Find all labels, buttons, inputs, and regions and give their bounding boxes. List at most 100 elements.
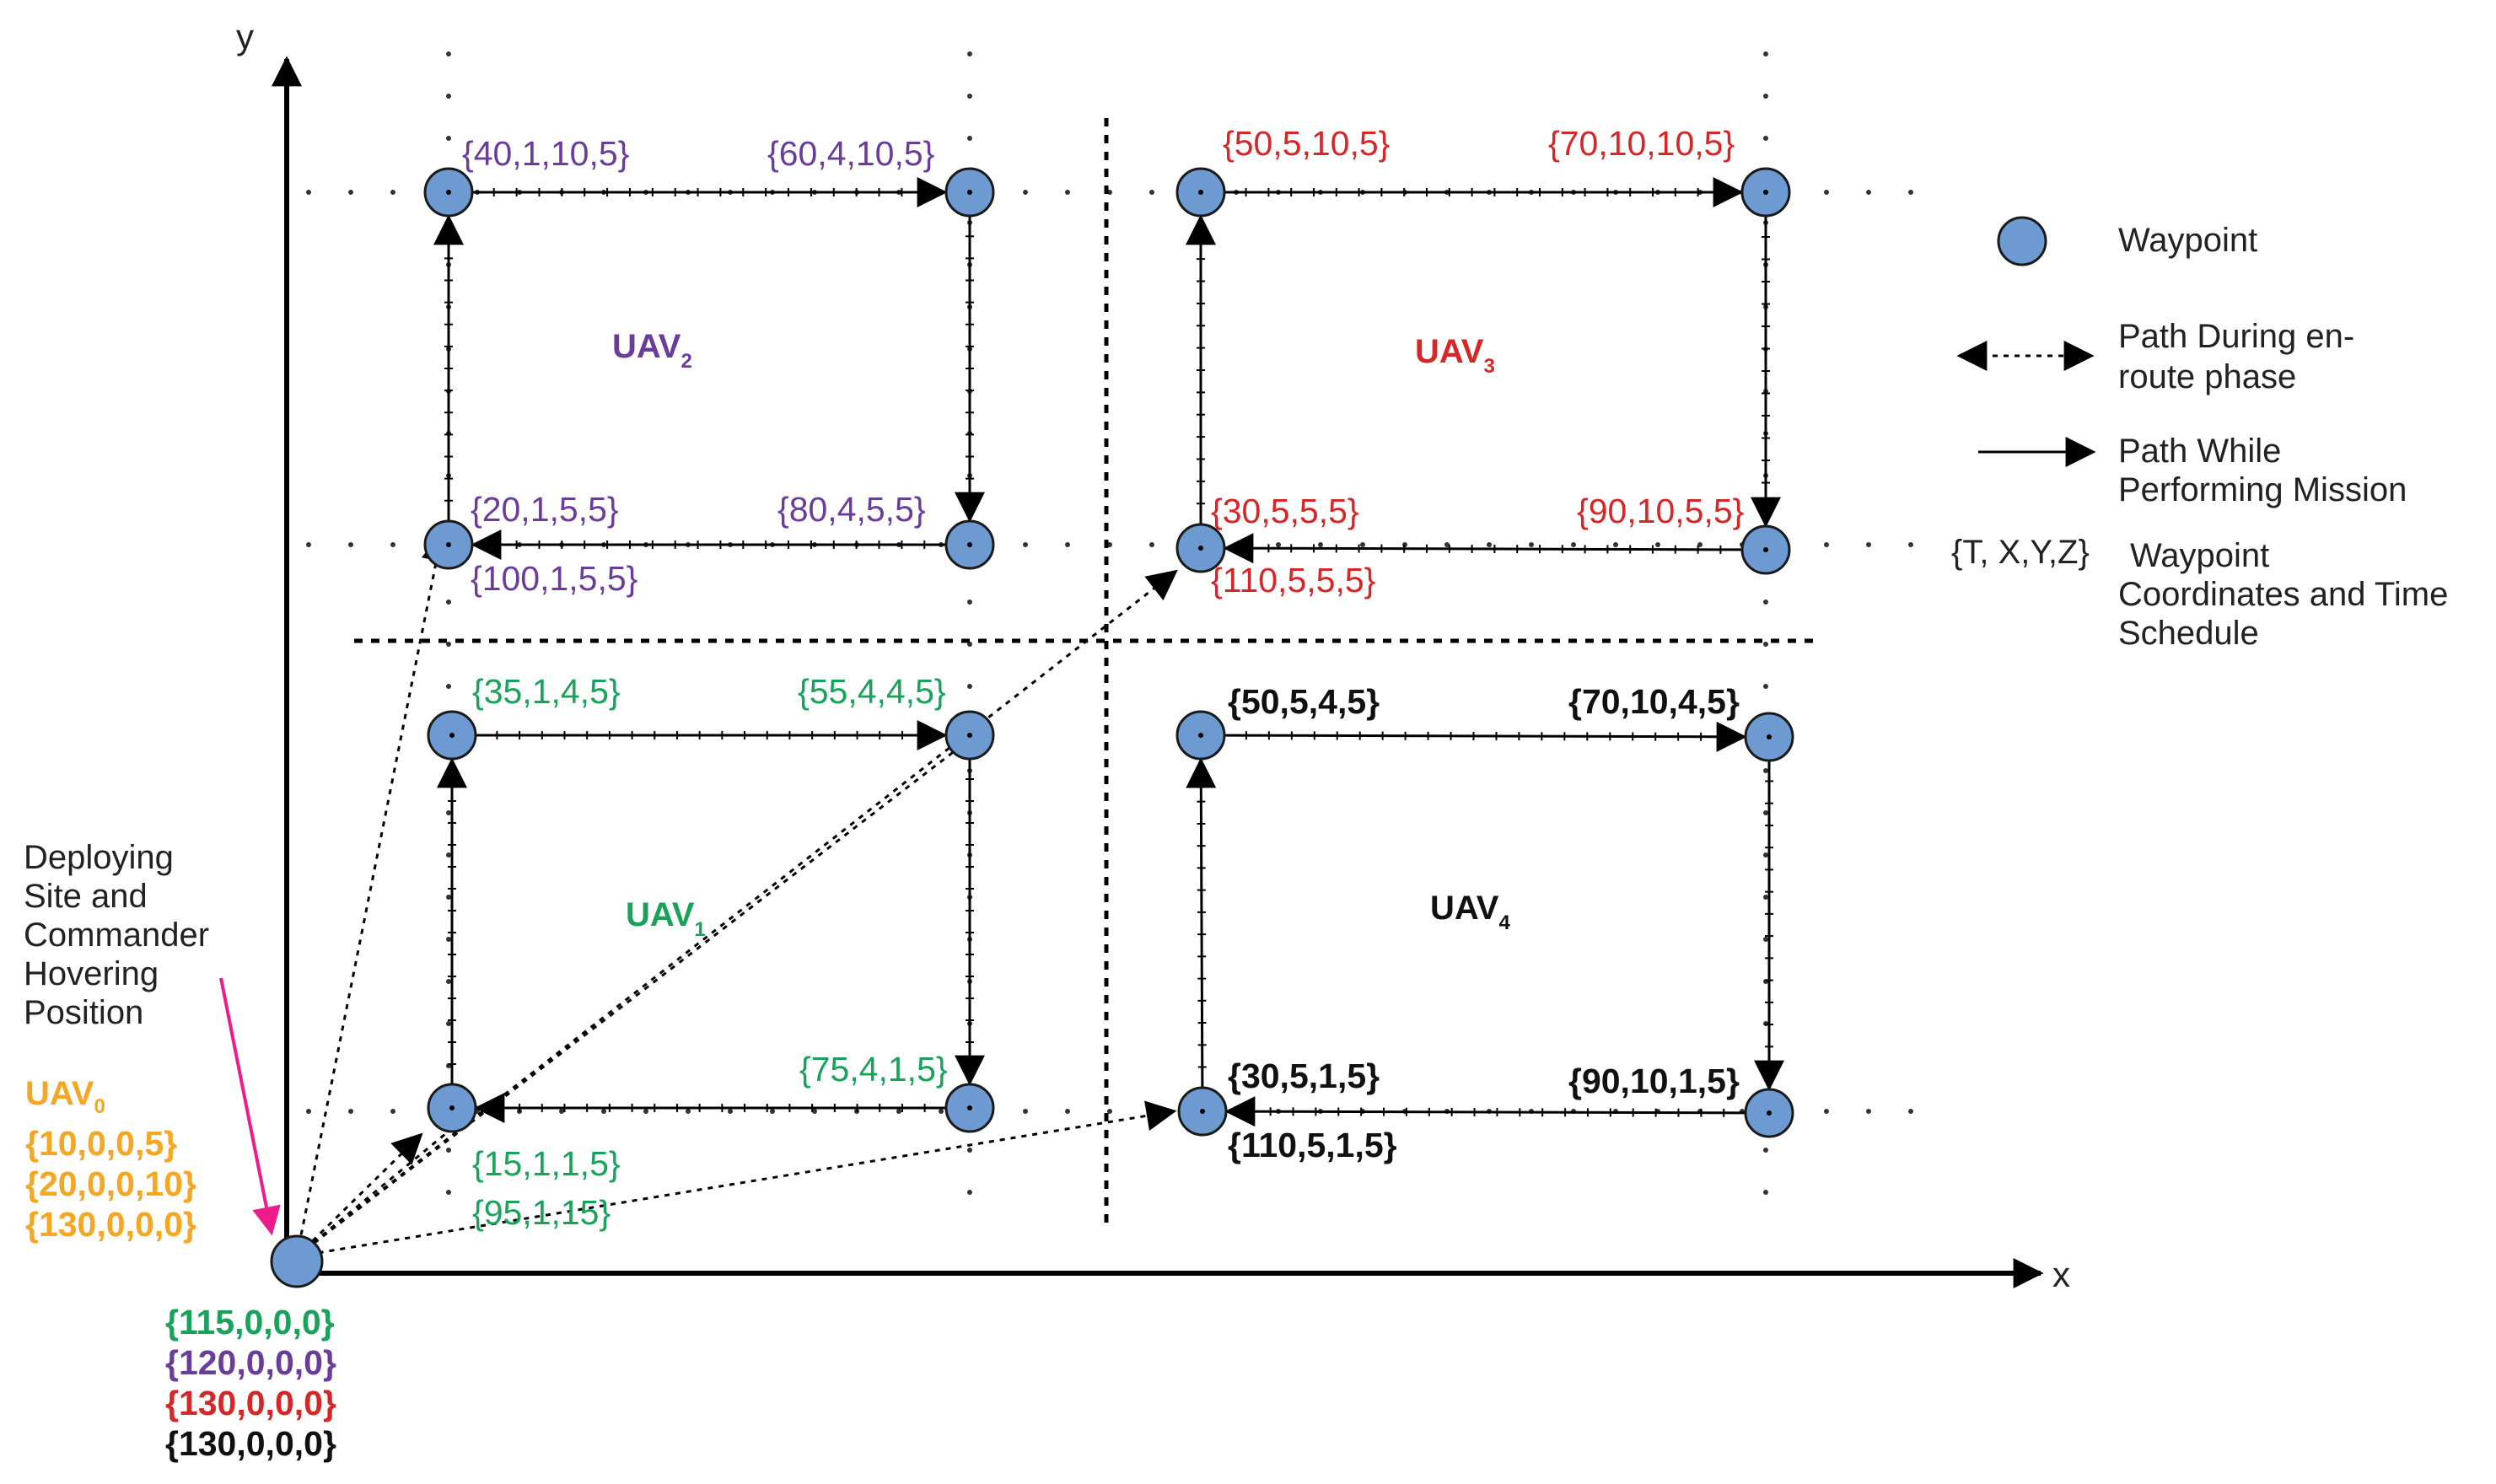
grid-dot <box>446 642 451 647</box>
grid-dot <box>1824 190 1829 195</box>
grid-dot <box>446 852 451 858</box>
return-schedule-line: {130,0,0,0} <box>165 1424 336 1463</box>
uav4-region-label: UAV4 <box>1430 890 1510 934</box>
grid-dot <box>1763 1148 1768 1153</box>
grid-dot <box>1487 542 1492 547</box>
waypoint-label: {55,4,4,5} <box>798 672 946 711</box>
grid-dot <box>306 542 311 547</box>
enroute-path-to-uav2 <box>295 530 452 1257</box>
grid-dot <box>446 600 451 605</box>
waypoint-label: {50,5,4,5} <box>1228 682 1380 721</box>
uav0-schedule-line: {130,0,0,0} <box>25 1205 196 1244</box>
x-axis-label: x <box>2052 1255 2070 1294</box>
waypoint-label: {95,1,15} <box>472 1193 611 1232</box>
waypoint-center-dot <box>1198 546 1203 551</box>
deploy-text-line: Position <box>24 994 143 1031</box>
mission-path <box>1224 721 1747 752</box>
deploy-pointer-arrow <box>219 977 281 1236</box>
grid-dot <box>1444 542 1450 547</box>
enroute-path-to-uav1-c <box>295 1132 423 1258</box>
grid-dot <box>1866 190 1871 195</box>
grid-dot <box>446 136 451 141</box>
waypoint-center-dot <box>449 733 455 738</box>
grid-dot <box>1763 768 1768 773</box>
grid-dot <box>1571 542 1576 547</box>
grid-dot <box>967 600 972 605</box>
grid-dot <box>1763 600 1768 605</box>
legend-coord-desc: Waypoint <box>2130 537 2269 574</box>
grid-dot <box>1908 190 1913 195</box>
grid-dot <box>967 51 972 56</box>
waypoint-labels-uav2: {40,1,10,5} {60,4,10,5} {20,1,5,5} {100,… <box>462 134 934 598</box>
legend-waypoint-symbol <box>1997 216 2047 266</box>
grid-dot <box>1908 1109 1913 1114</box>
grid-dot <box>1763 1063 1768 1068</box>
grid-dot <box>390 542 395 547</box>
waypoint-center-dot <box>1767 734 1772 739</box>
waypoint-center-dot <box>446 542 451 547</box>
uav0-schedule-line: {20,0,0,10} <box>25 1164 196 1203</box>
grid-dot <box>446 94 451 99</box>
grid-dot <box>1763 895 1768 900</box>
grid-dot <box>1234 542 1239 547</box>
grid-dot <box>1866 542 1871 547</box>
waypoint-label: {35,1,4,5} <box>472 672 621 711</box>
grid-dot <box>1023 1109 1028 1114</box>
waypoint-label: {30,5,5,5} <box>1211 492 1359 530</box>
grid-dot <box>1655 542 1660 547</box>
legend-waypoint-label: Waypoint <box>2118 222 2257 259</box>
grid-dot <box>728 1109 733 1114</box>
return-schedule-line: {115,0,0,0} <box>165 1303 335 1342</box>
grid-dot <box>446 937 451 942</box>
grid-dot <box>1763 810 1768 815</box>
origin-waypoint <box>270 1234 324 1288</box>
grid-dot <box>1065 190 1070 195</box>
grid-dot <box>1763 136 1768 141</box>
grid-dot <box>967 94 972 99</box>
grid-dot <box>446 979 451 984</box>
waypoint-center-dot <box>446 190 451 195</box>
grid-dot <box>1824 542 1829 547</box>
waypoint-center-dot <box>1198 190 1203 195</box>
grid-dot <box>601 1109 606 1114</box>
grid-dot <box>1763 684 1768 689</box>
deploy-site-text: Deploying Site and Commander Hovering Po… <box>24 839 209 1031</box>
grid-dot <box>1149 1109 1154 1114</box>
waypoint-center-dot <box>967 1105 972 1110</box>
grid-dot <box>967 136 972 141</box>
mission-path <box>1186 757 1217 1089</box>
deploy-text-line: Deploying <box>24 839 174 876</box>
grid-dot <box>1529 542 1534 547</box>
deploy-text-line: Hovering <box>24 955 159 992</box>
waypoint-label: {80,4,5,5} <box>777 490 926 529</box>
grid-dot <box>1908 542 1913 547</box>
waypoint-label: {40,1,10,5} <box>462 134 629 173</box>
legend-mission-label: Path While <box>2118 433 2281 470</box>
legend-coord-desc: Schedule <box>2118 615 2259 652</box>
y-axis-label: y <box>236 17 254 56</box>
waypoint-center-dot <box>449 1105 455 1110</box>
waypoint-center-dot <box>1198 733 1203 738</box>
waypoint-label: {100,1,5,5} <box>471 559 637 598</box>
waypoint-label: {90,10,1,5} <box>1568 1062 1740 1100</box>
grid-dot <box>1763 937 1768 942</box>
waypoint-label: {70,10,10,5} <box>1548 124 1735 163</box>
grid-dot <box>446 895 451 900</box>
grid-dot <box>1149 542 1154 547</box>
waypoint-labels-uav3: {50,5,10,5} {70,10,10,5} {30,5,5,5} {110… <box>1211 124 1744 600</box>
grid-dot <box>1763 51 1768 56</box>
waypoint-labels-uav1: {35,1,4,5} {55,4,4,5} {75,4,1,5} {15,1,1… <box>472 672 948 1232</box>
grid-dot <box>1613 542 1618 547</box>
grid-dot <box>967 1148 972 1153</box>
legend-coord-desc: Coordinates and Time <box>2118 576 2448 613</box>
grid-dot <box>390 190 395 195</box>
grid-dot <box>446 1190 451 1195</box>
grid-dot <box>1023 542 1028 547</box>
legend-enroute-label: Path During en- <box>2118 318 2354 355</box>
mission-path <box>1224 1096 1746 1127</box>
grid-dot <box>446 810 451 815</box>
grid-dot <box>1149 190 1154 195</box>
legend: Waypoint Path During en- route phase Pat… <box>1951 216 2448 652</box>
